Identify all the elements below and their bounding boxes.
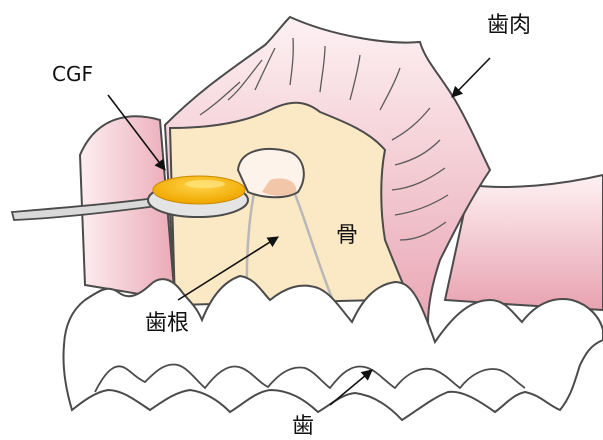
arrow-gum	[452, 58, 490, 97]
cgf-gel-highlight	[185, 180, 225, 188]
label-tooth: 歯	[292, 416, 314, 438]
label-root: 歯根	[145, 313, 189, 335]
label-cgf: CGF	[52, 64, 93, 84]
label-bone: 骨	[336, 225, 358, 247]
label-gum: 歯肉	[487, 15, 531, 37]
